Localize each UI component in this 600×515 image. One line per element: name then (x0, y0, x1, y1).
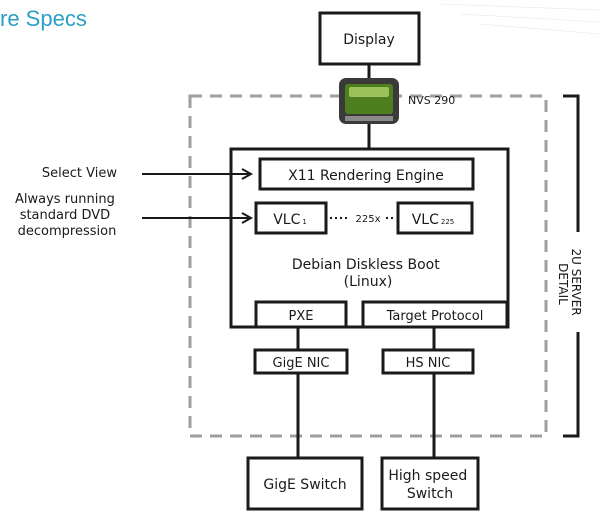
server-frame (188, 94, 548, 438)
input-arrows (142, 168, 254, 224)
display-box (318, 11, 421, 66)
gige-nic-label: GigE NIC (273, 356, 330, 371)
vlc-1-box (254, 201, 328, 235)
pxe-box (254, 300, 348, 329)
hs-nic-label: HS NIC (406, 356, 451, 371)
pxe-label: PXE (289, 309, 314, 324)
vlc-225-box (396, 201, 474, 235)
server-bracket (563, 94, 580, 438)
gpu-model-label: NVS 290 (408, 94, 455, 107)
target-protocol-label: Target Protocol (386, 309, 484, 324)
vlc-count-label: 225x (355, 214, 380, 225)
gige-switch-box (246, 456, 364, 511)
select-view-label: Select View (42, 166, 117, 181)
x11-engine-label: X11 Rendering Engine (288, 168, 444, 184)
background-texture (439, 3, 600, 35)
display-label: Display (343, 32, 395, 48)
hs-nic-box (381, 348, 475, 375)
target-protocol-box (361, 300, 509, 329)
gige-switch-label: GigE Switch (263, 477, 346, 493)
page-title: re Specs (0, 6, 87, 31)
nvidia-gpu-chip-icon (339, 78, 399, 124)
x11-engine-box (258, 157, 475, 191)
high-speed-switch-box (380, 456, 480, 511)
gige-nic-box (253, 348, 349, 375)
connectors (296, 64, 436, 458)
always-running-label: Always running standard DVD decompressio… (15, 192, 119, 239)
high-speed-switch-label: High speed Switch (388, 468, 471, 502)
boot-label: Debian Diskless Boot (Linux) (292, 257, 444, 290)
server-detail-label: 2U SERVER DETAIL (556, 248, 583, 319)
